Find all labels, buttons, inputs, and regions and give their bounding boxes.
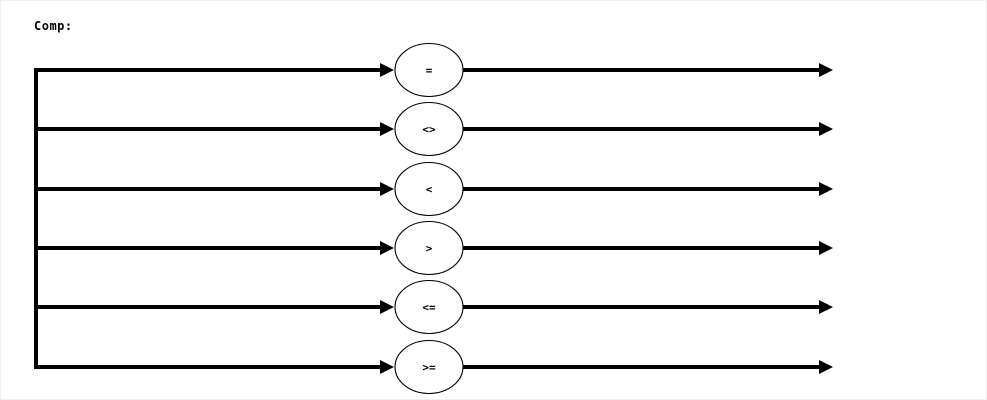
node-label-operator-less-than: < [426,183,433,196]
node-ellipse-operator-greater-than[interactable] [394,220,464,276]
operator-nodes: =<><><=>= [394,42,464,395]
arrowhead-in-operator-less-or-equal [380,300,394,314]
node-label-operator-less-or-equal: <= [422,301,436,314]
page-title: Comp: [34,19,73,33]
node-label-operator-not-equal: <> [422,123,436,136]
arrowhead-in-operator-equal [380,63,394,77]
node-ellipse-operator-less-than[interactable] [394,161,464,217]
node-label-operator-greater-than: > [426,242,433,255]
arrowhead-out-operator-greater-than [819,241,833,255]
arrowhead-in-operator-greater-than [380,241,394,255]
arrowhead-out-operator-less-than [819,182,833,196]
arrowhead-out-operator-not-equal [819,122,833,136]
arrowhead-in-operator-greater-or-equal [380,360,394,374]
arrowhead-out-operator-greater-or-equal [819,360,833,374]
arrowhead-in-operator-less-than [380,182,394,196]
node-label-operator-greater-or-equal: >= [422,361,436,374]
node-ellipse-operator-less-or-equal[interactable] [394,279,464,335]
arrowhead-out-operator-less-or-equal [819,300,833,314]
node-ellipse-operator-not-equal[interactable] [394,101,464,157]
node-ellipse-operator-equal[interactable] [394,42,464,98]
arrowhead-in-operator-not-equal [380,122,394,136]
branch-rows [34,63,833,374]
node-ellipse-operator-greater-or-equal[interactable] [394,339,464,395]
arrowhead-out-operator-equal [819,63,833,77]
node-label-operator-equal: = [426,64,433,77]
